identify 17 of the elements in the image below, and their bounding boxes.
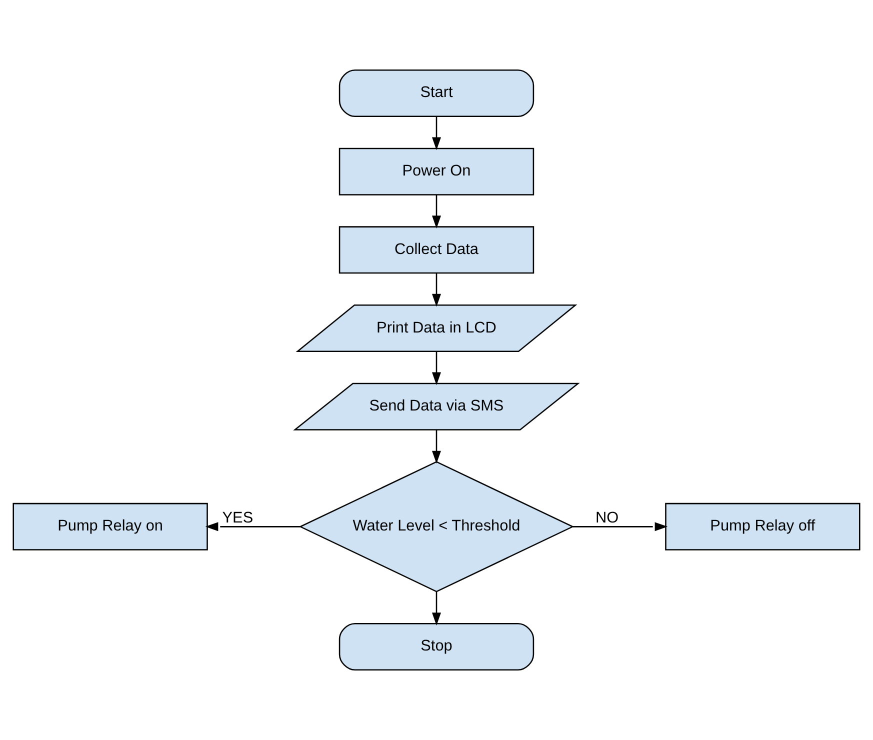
arrow bbox=[432, 194, 441, 228]
node-box: Start bbox=[338, 70, 534, 118]
node-box: Pump Relay on bbox=[12, 502, 208, 550]
arrow bbox=[205, 522, 300, 532]
node-box: Collect Data bbox=[338, 226, 534, 274]
arrow bbox=[432, 116, 441, 150]
node-box: Pump Relay off bbox=[665, 502, 860, 550]
arrow bbox=[432, 430, 441, 464]
node-box: Power On bbox=[338, 148, 534, 196]
node-diamond: Water Level < Threshold bbox=[298, 461, 574, 592]
edge-label: YES bbox=[222, 509, 254, 526]
arrow bbox=[432, 592, 441, 626]
edge-label: NO bbox=[596, 509, 619, 526]
arrow bbox=[432, 273, 441, 307]
node-box: Stop bbox=[338, 622, 534, 670]
arrow bbox=[572, 522, 668, 532]
arrow bbox=[432, 351, 441, 386]
